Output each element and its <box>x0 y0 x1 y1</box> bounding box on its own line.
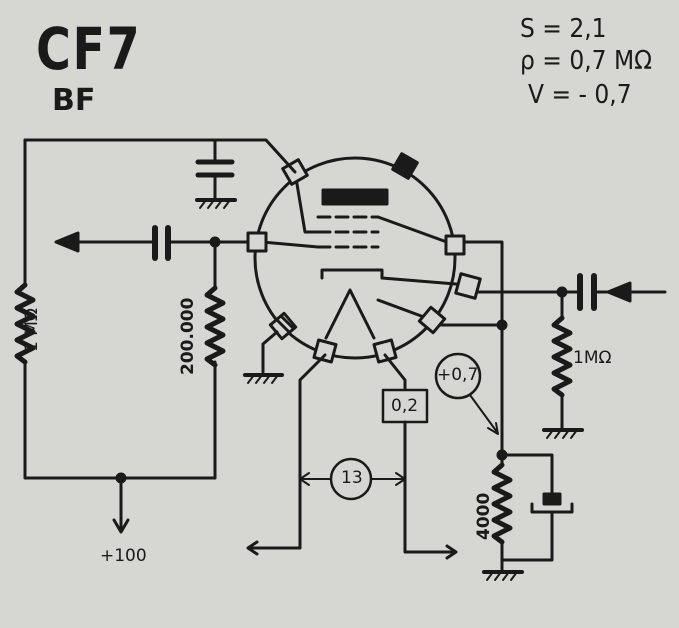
pin-8-hatch <box>275 318 291 334</box>
resistor-4000 <box>491 462 513 545</box>
label-supply: +100 <box>100 546 147 566</box>
label-resistor-4000: 4000 <box>474 492 494 540</box>
resistor-1M-grid <box>551 315 573 398</box>
param-bias: V = - 0,7 <box>528 80 632 110</box>
screen-wire <box>23 138 297 174</box>
tube-heater <box>324 288 376 340</box>
tube-type-title: CF7 <box>36 15 142 83</box>
pin8-ground-wire <box>261 330 279 374</box>
resistor-1M-left <box>14 282 36 365</box>
label-heater-current: 0,2 <box>391 396 419 416</box>
pin-7 <box>372 338 398 364</box>
pin-3 <box>444 234 466 256</box>
bypass-cap-plate-1 <box>542 492 562 506</box>
tube-envelope <box>253 156 457 360</box>
heater-current-box <box>381 388 429 424</box>
bypass-top-wire <box>500 453 554 494</box>
anode-rail <box>439 240 504 327</box>
lead-cathode <box>380 276 470 287</box>
param-resistance: ρ = 0,7 MΩ <box>520 46 653 76</box>
lead-grid <box>260 240 320 249</box>
label-resistor-1M-grid: 1MΩ <box>573 348 612 368</box>
top-cap <box>391 152 419 180</box>
tube-usage-subtitle: BF <box>52 83 96 118</box>
label-resistor-200k: 200.000 <box>178 297 198 375</box>
heater-wire-right-lower <box>403 420 457 554</box>
lead-screen <box>293 170 320 234</box>
pin-6 <box>312 338 338 364</box>
pin-4 <box>454 272 482 300</box>
label-bias: +0,7 <box>437 365 479 385</box>
heater-arrow-right <box>445 544 458 560</box>
heater-wire-left <box>248 353 327 550</box>
resistor-200k <box>204 285 226 368</box>
tube-anode-plate <box>321 188 389 206</box>
heater-arrow-left <box>246 540 259 556</box>
tube-cathode <box>320 268 384 280</box>
input-arrow-head <box>606 281 632 303</box>
left-rail-bottom <box>23 360 217 480</box>
heater-wire-right <box>383 353 407 390</box>
pin-5 <box>417 305 447 335</box>
output-arrow-head <box>54 231 80 253</box>
bypass-bottom-wire <box>500 510 554 562</box>
pin-2 <box>246 231 268 253</box>
lead-anode <box>376 215 457 247</box>
supply-arrow <box>112 518 130 534</box>
bias-circle <box>434 352 482 400</box>
pin-8-hatch-2 <box>279 314 295 330</box>
label-heater-voltage: 13 <box>341 468 363 488</box>
label-resistor-1M-left: 1 MΩ <box>22 308 42 352</box>
bias-pointer <box>469 394 498 433</box>
param-slope: S = 2,1 <box>520 14 607 44</box>
